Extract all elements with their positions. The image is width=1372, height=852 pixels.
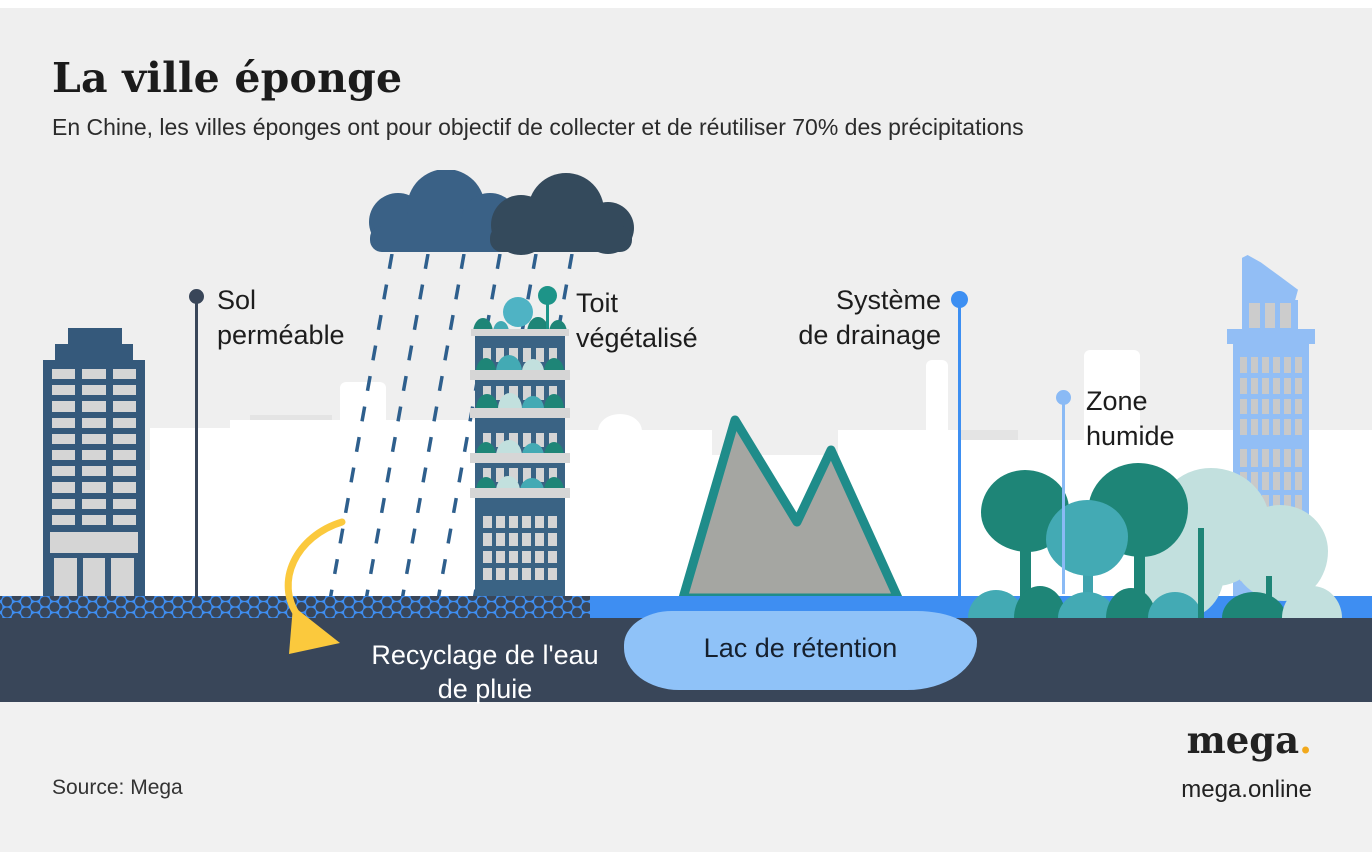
building-windows	[483, 516, 557, 580]
retention-lake-label: Lac de rétention	[703, 633, 898, 663]
reed	[1266, 576, 1272, 618]
balcony-windows	[483, 348, 557, 362]
permeable-soil-label: Sol perméable	[217, 285, 345, 350]
tree-trunk	[1020, 540, 1031, 604]
wetland-marker-line	[1062, 398, 1065, 594]
balcony-ledge	[470, 370, 570, 380]
wetland-label: Zone humide	[1086, 386, 1175, 451]
skyline-spire-tower	[926, 360, 948, 596]
balcony-ledge	[470, 488, 570, 498]
cloud-dark	[490, 173, 634, 255]
tree-crown	[1046, 500, 1128, 576]
roof-tree	[503, 297, 533, 327]
cap-windows	[1249, 303, 1291, 328]
building-windows	[52, 369, 136, 525]
balcony-windows	[483, 468, 557, 482]
page-title: La ville éponge	[52, 54, 403, 102]
drainage-marker-dot	[951, 291, 968, 308]
retention-lake: Lac de rétention	[624, 611, 977, 690]
recycling-label: Recyclage de l'eau de pluie	[371, 640, 599, 704]
balcony-vegetation	[476, 392, 564, 409]
building-lobby-windows	[54, 558, 134, 596]
roof-tree-stem	[546, 302, 549, 330]
building-ledge	[1227, 329, 1315, 344]
brand-block: mega. mega.online	[1181, 718, 1312, 804]
green-roof-label: Toit végétalisé	[576, 288, 698, 353]
building-ledge	[50, 532, 138, 553]
tree-trunk	[1134, 548, 1145, 606]
page-subtitle: En Chine, les villes éponges ont pour ob…	[52, 114, 1024, 140]
drainage-label: Système de drainage	[798, 285, 941, 350]
skyline-dome	[598, 414, 642, 448]
building-roof-step	[55, 344, 133, 361]
recycling-arrow	[284, 518, 346, 654]
wetland-marker-dot	[1056, 390, 1071, 405]
brand-website: mega.online	[1181, 776, 1312, 803]
building-cap	[1242, 300, 1298, 331]
tree-trunk	[1083, 562, 1093, 606]
building-windows	[1240, 357, 1302, 435]
drainage-marker-line	[958, 300, 961, 598]
pale-tree	[1232, 505, 1328, 601]
cloud-light	[369, 170, 519, 252]
source-credit: Source: Mega	[52, 776, 183, 799]
roof-tree-crown	[538, 286, 557, 305]
building-spire	[1242, 255, 1298, 302]
footer-background	[0, 702, 1372, 852]
balcony-vegetation	[476, 474, 564, 491]
green-roof-building	[470, 286, 570, 598]
top-strip	[0, 0, 1372, 8]
office-building-left	[43, 328, 145, 598]
rain-clouds	[369, 170, 634, 255]
balcony-vegetation	[476, 439, 564, 456]
brand-logo: mega.	[1186, 718, 1312, 762]
building-roof-step	[68, 328, 122, 345]
balcony-ledge	[470, 453, 570, 463]
balcony-vegetation	[476, 355, 564, 372]
roof-ledge	[471, 329, 569, 336]
permeable-soil-marker-line	[195, 297, 198, 598]
mountain	[678, 415, 903, 600]
logo-dot: .	[1299, 718, 1312, 762]
permeable-soil-marker-dot	[189, 289, 204, 304]
balcony-ledge	[470, 408, 570, 418]
reed	[1198, 528, 1204, 618]
